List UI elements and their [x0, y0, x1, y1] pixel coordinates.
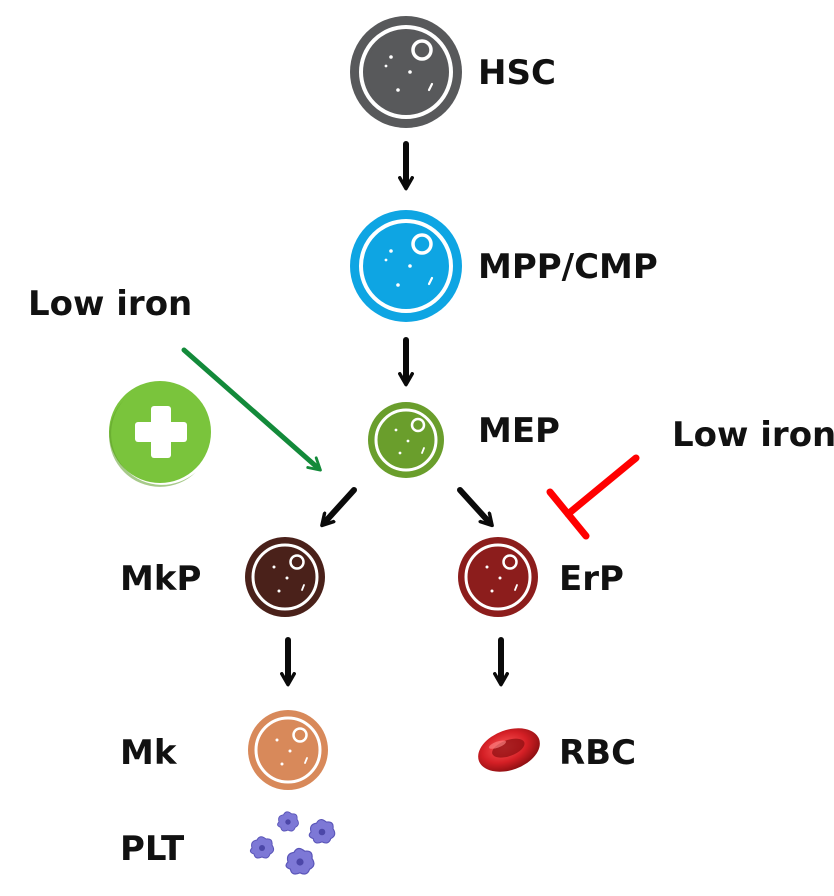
arrow-mep-to-mkp: [325, 487, 357, 522]
mkp-cell-icon: [245, 537, 325, 617]
inhibition-bar: [546, 454, 640, 540]
low-iron-left-label: Low iron: [28, 284, 192, 324]
mk-cell-icon: [248, 710, 328, 790]
erp-cell-icon: [458, 537, 538, 617]
plt-label: PLT: [120, 829, 185, 869]
mpp-cmp-cell-icon: [350, 210, 462, 322]
mpp-cmp-label: MPP/CMP: [478, 247, 658, 287]
hsc-cell-icon: [350, 16, 462, 128]
hsc-label: HSC: [478, 53, 556, 93]
rbc-label: RBC: [559, 733, 636, 773]
rbc-icon: [478, 728, 540, 772]
mep-cell-icon: [368, 402, 444, 478]
arrow-mep-to-erp: [457, 487, 489, 522]
promote-arrow: [181, 347, 322, 472]
mep-label: MEP: [478, 411, 560, 451]
erp-label: ErP: [559, 559, 624, 599]
plus-icon: [109, 381, 211, 487]
low-iron-right-label: Low iron: [672, 415, 834, 455]
mk-label: Mk: [120, 733, 178, 773]
platelet-icon: [249, 811, 336, 875]
mkp-label: MkP: [120, 559, 201, 599]
